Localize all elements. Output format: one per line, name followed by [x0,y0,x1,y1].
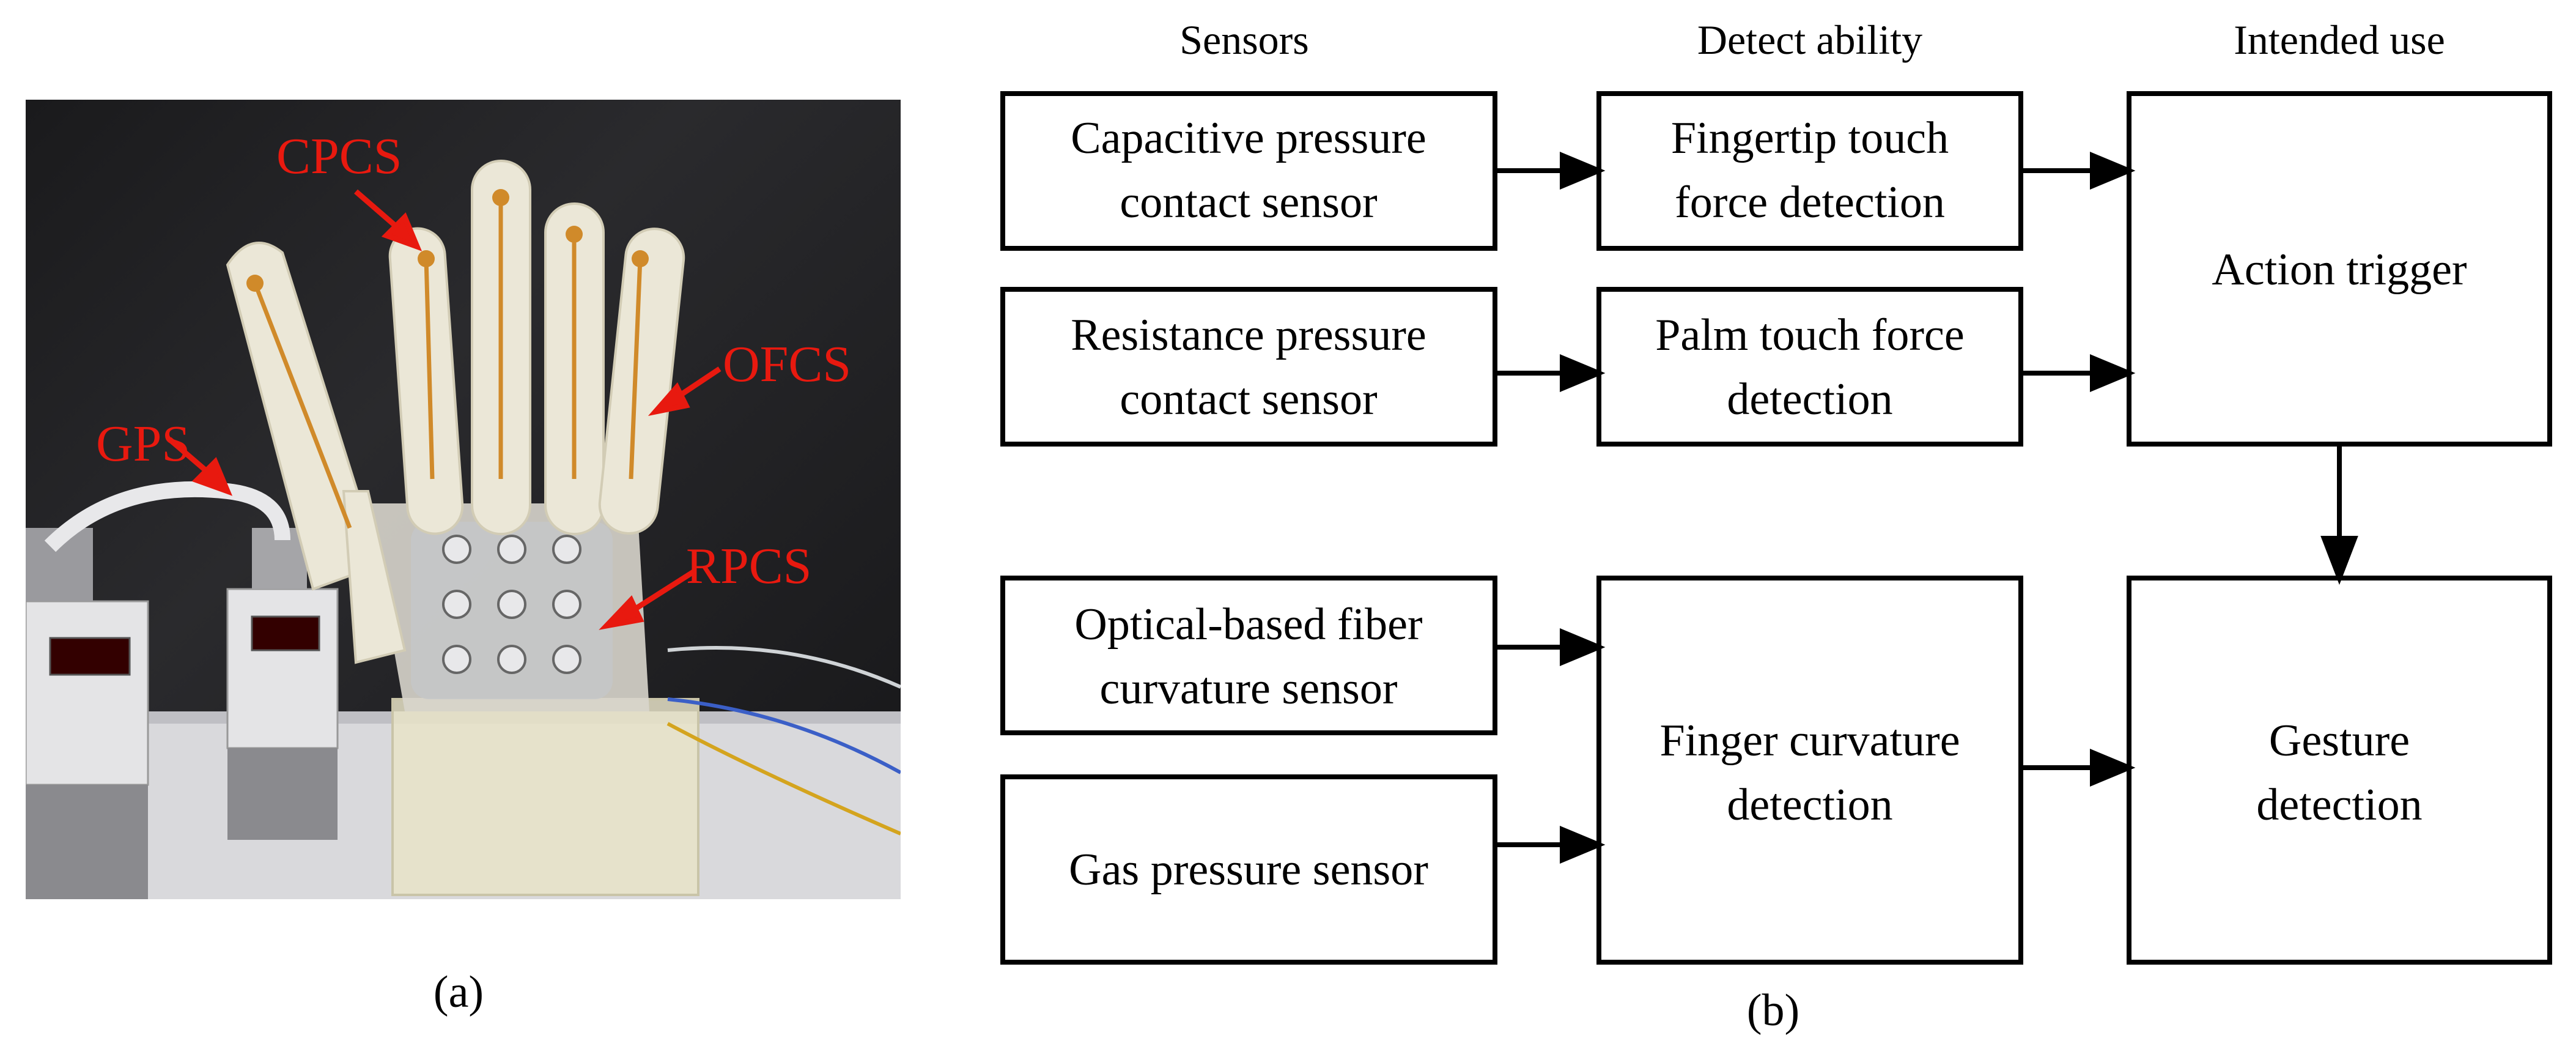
box-palm-detection [1596,287,2023,447]
box-optical-sensor [1000,576,1497,735]
label-gps: GPS [96,415,190,472]
capacitive-sensor-line2: contact sensor [1120,177,1377,228]
palm-detection-line1: Palm touch force [1655,310,1965,360]
action-trigger-label: Action trigger [2212,245,2467,295]
label-rpcs: RPCS [686,538,812,595]
caption-a: (a) [433,967,484,1017]
flow-arrows [1495,152,2358,864]
box-resistance-sensor [1000,287,1497,447]
box-gas-sensor [1000,774,1497,965]
header-detect-ability: Detect ability [1697,17,1922,63]
header-intended-use: Intended use [2234,17,2445,63]
palm-detection-line2: detection [1727,374,1892,425]
box-curvature-detection [1596,576,2023,965]
annotation-arrows [168,189,722,630]
box-gesture-detection [2127,576,2552,965]
soft-hand-photo: CPCS OFCS GPS RPCS [26,100,901,899]
pressure-regulator-left [26,528,149,899]
header-sensors: Sensors [1179,17,1309,63]
gesture-detection-line1: Gesture [2269,716,2410,766]
gas-sensor-line1: Gas pressure sensor [1069,845,1428,895]
capacitive-sensor-line1: Capacitive pressure [1071,113,1426,163]
label-cpcs: CPCS [276,128,402,185]
curvature-detection-line1: Finger curvature [1659,716,1960,766]
fingertip-detection-line2: force detection [1675,177,1945,228]
pressure-regulator-right [226,528,339,840]
optical-sensor-line1: Optical-based fiber [1074,599,1422,650]
resistance-sensor-line1: Resistance pressure [1071,310,1426,360]
gesture-detection-line2: detection [2256,780,2422,830]
label-ofcs: OFCS [723,336,851,393]
curvature-detection-line2: detection [1727,780,1892,830]
fingertip-detection-line1: Fingertip touch [1671,113,1949,163]
optical-sensor-line2: curvature sensor [1100,664,1398,714]
resistance-sensor-line2: contact sensor [1120,374,1377,425]
hand-illustration: CPCS OFCS GPS RPCS [26,128,901,899]
fingertip-sensors [253,198,643,529]
caption-b: (b) [1746,985,1800,1036]
palm-sensor-array [442,535,581,674]
